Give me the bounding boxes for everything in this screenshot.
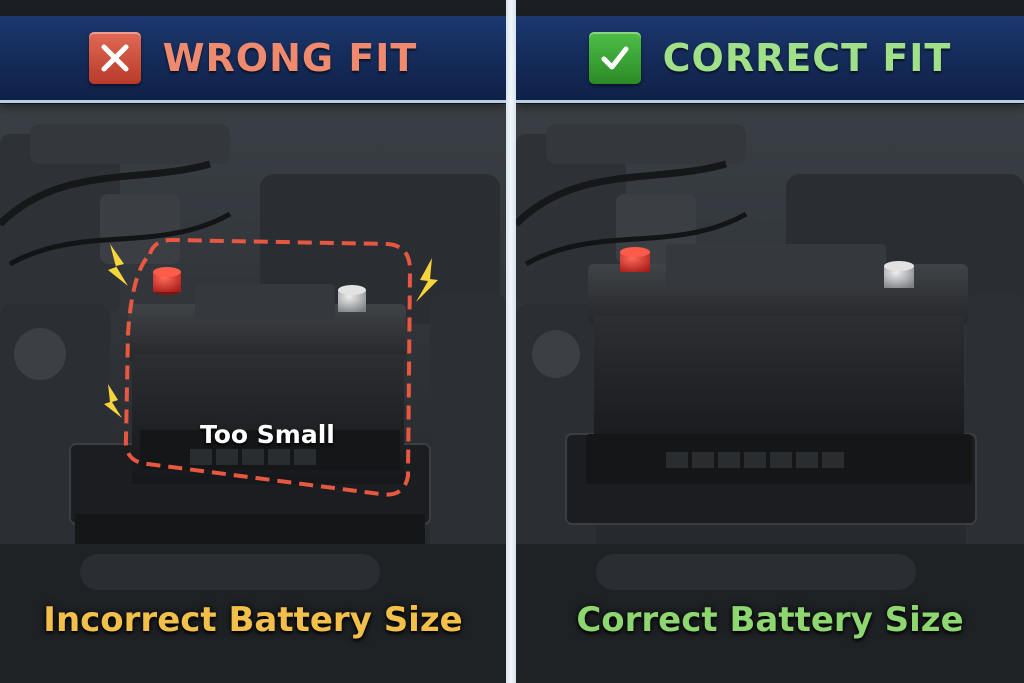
correct-battery: [586, 244, 972, 484]
negative-terminal: [884, 266, 914, 288]
panel-caption: Incorrect Battery Size: [43, 600, 463, 640]
lightning-bolt-icon: [104, 384, 122, 418]
x-mark-icon: [88, 32, 141, 84]
engine-part: [546, 124, 746, 164]
hose: [0, 160, 211, 227]
battery-size-label: Too Small: [200, 420, 335, 449]
engine-part: [532, 330, 580, 378]
engine-part: [966, 294, 1024, 594]
correct-fit-panel: CORRECT FIT Correct Battery Size: [516, 0, 1024, 683]
small-battery: [128, 267, 406, 484]
check-mark-icon: [588, 32, 641, 84]
engine-part: [100, 194, 180, 264]
panel-caption: Correct Battery Size: [576, 600, 964, 640]
correct-fit-banner: CORRECT FIT: [516, 16, 1024, 100]
engine-part: [430, 294, 506, 594]
positive-terminal: [620, 252, 650, 272]
lightning-bolt-icon: [416, 258, 438, 302]
engine-part: [14, 328, 66, 380]
wrong-fit-banner: WRONG FIT: [0, 16, 506, 100]
engine-bay-scene-left: [0, 104, 506, 683]
front-panel-ridge: [80, 554, 380, 590]
battery-tray-base: [75, 514, 425, 544]
engine-part: [30, 124, 230, 164]
engine-bay-scene-right: [516, 104, 1024, 683]
banner-title: WRONG FIT: [162, 36, 418, 80]
panel-divider: [506, 0, 516, 683]
wrong-fit-panel: WRONG FIT Too Small Incorrect Battery Si…: [0, 0, 506, 683]
lightning-bolt-icon: [108, 244, 128, 286]
hose: [516, 160, 727, 227]
engine-part: [516, 134, 626, 304]
hose: [8, 211, 232, 267]
front-panel-ridge: [596, 554, 916, 590]
hose: [524, 211, 748, 267]
negative-terminal: [338, 290, 366, 312]
dashed-outline: [123, 237, 413, 497]
banner-title: CORRECT FIT: [662, 36, 952, 80]
